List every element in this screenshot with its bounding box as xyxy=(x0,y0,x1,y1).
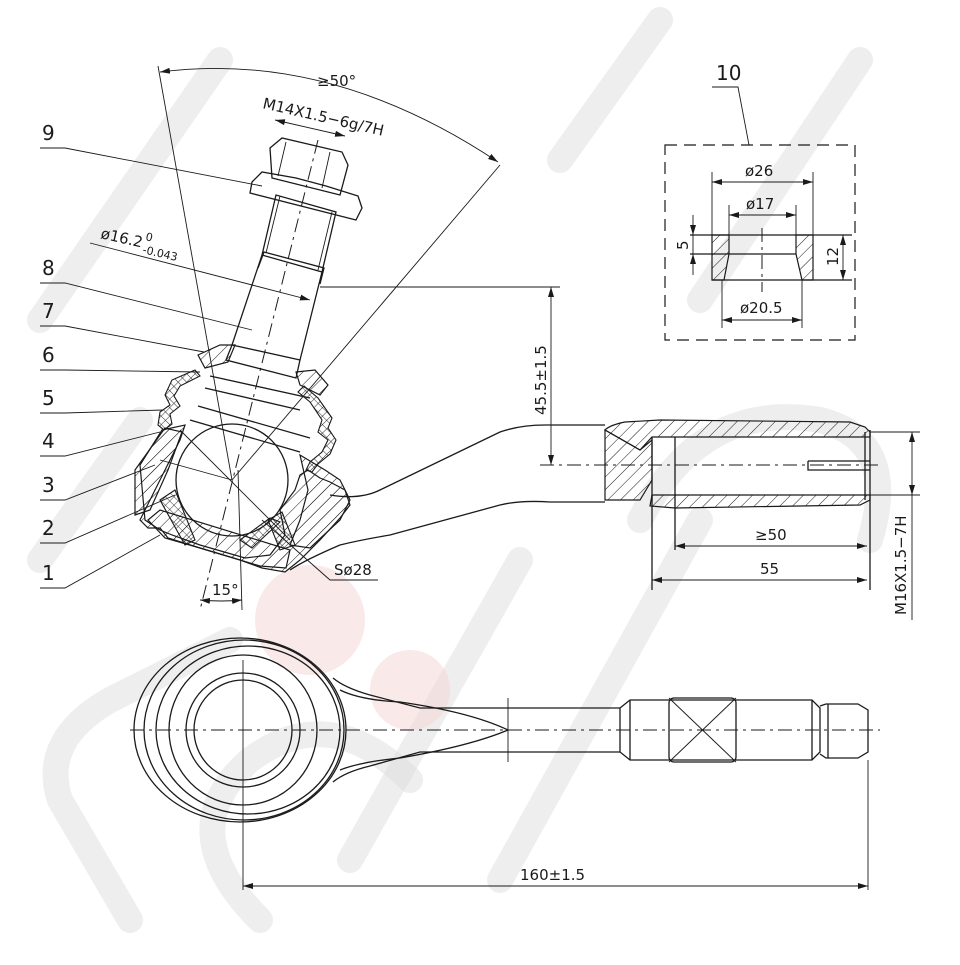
ball-diameter-label: Sø28 xyxy=(334,561,372,579)
part-label-10: 10 xyxy=(716,61,741,85)
stud-diameter-tol-upper: 0 xyxy=(144,230,154,244)
swing-angle-label: ≥50° xyxy=(317,72,356,90)
thread-depth-label: ≥50 xyxy=(755,526,787,544)
part-label-7: 7 xyxy=(42,299,55,323)
stud-thread-label: M14X1.5−6g/7H xyxy=(261,94,386,139)
dust-boot-right xyxy=(297,385,337,473)
seal-ring xyxy=(197,344,236,369)
detail-inner-top-diameter-label: ø17 xyxy=(746,195,774,213)
arm-lower-edge xyxy=(289,500,605,571)
tube-wall-top xyxy=(604,419,871,451)
dust-boot-left xyxy=(157,369,201,431)
stud-shank xyxy=(231,254,323,361)
part-label-1: 1 xyxy=(42,561,55,585)
detail-frame xyxy=(664,144,856,341)
part-label-9: 9 xyxy=(42,121,55,145)
part-label-4: 4 xyxy=(42,429,55,453)
tube-wall-bottom xyxy=(649,494,871,509)
tilt-angle-label: 15° xyxy=(212,581,239,599)
part-label-3: 3 xyxy=(42,473,55,497)
detail-total-height-label: 12 xyxy=(824,247,842,266)
hex-nut xyxy=(269,137,349,196)
ball-seat xyxy=(159,489,196,546)
detail-10-bushing: 10 ø26 ø17 ø20.5 5 12 xyxy=(664,61,856,341)
detail-inner-bottom-diameter-label: ø20.5 xyxy=(740,299,783,317)
part-label-8: 8 xyxy=(42,256,55,280)
part-label-6: 6 xyxy=(42,343,55,367)
section-view xyxy=(134,65,605,611)
part-label-2: 2 xyxy=(42,516,55,540)
detail-outer-diameter-label: ø26 xyxy=(745,162,773,180)
overall-length-label: 160±1.5 xyxy=(520,866,585,884)
ball xyxy=(175,423,289,537)
bore-depth-label: 55 xyxy=(760,560,779,578)
arm-upper-edge xyxy=(329,424,605,498)
tube-section xyxy=(540,419,920,590)
detail-straight-height-label: 5 xyxy=(674,240,692,250)
part-label-5: 5 xyxy=(42,386,55,410)
part-labels: 9 8 7 6 5 4 3 2 1 xyxy=(40,121,263,589)
internal-thread-label: M16X1.5−7H xyxy=(892,515,910,615)
height-offset-label: 45.5±1.5 xyxy=(532,345,550,415)
top-view: 160±1.5 xyxy=(130,637,880,890)
